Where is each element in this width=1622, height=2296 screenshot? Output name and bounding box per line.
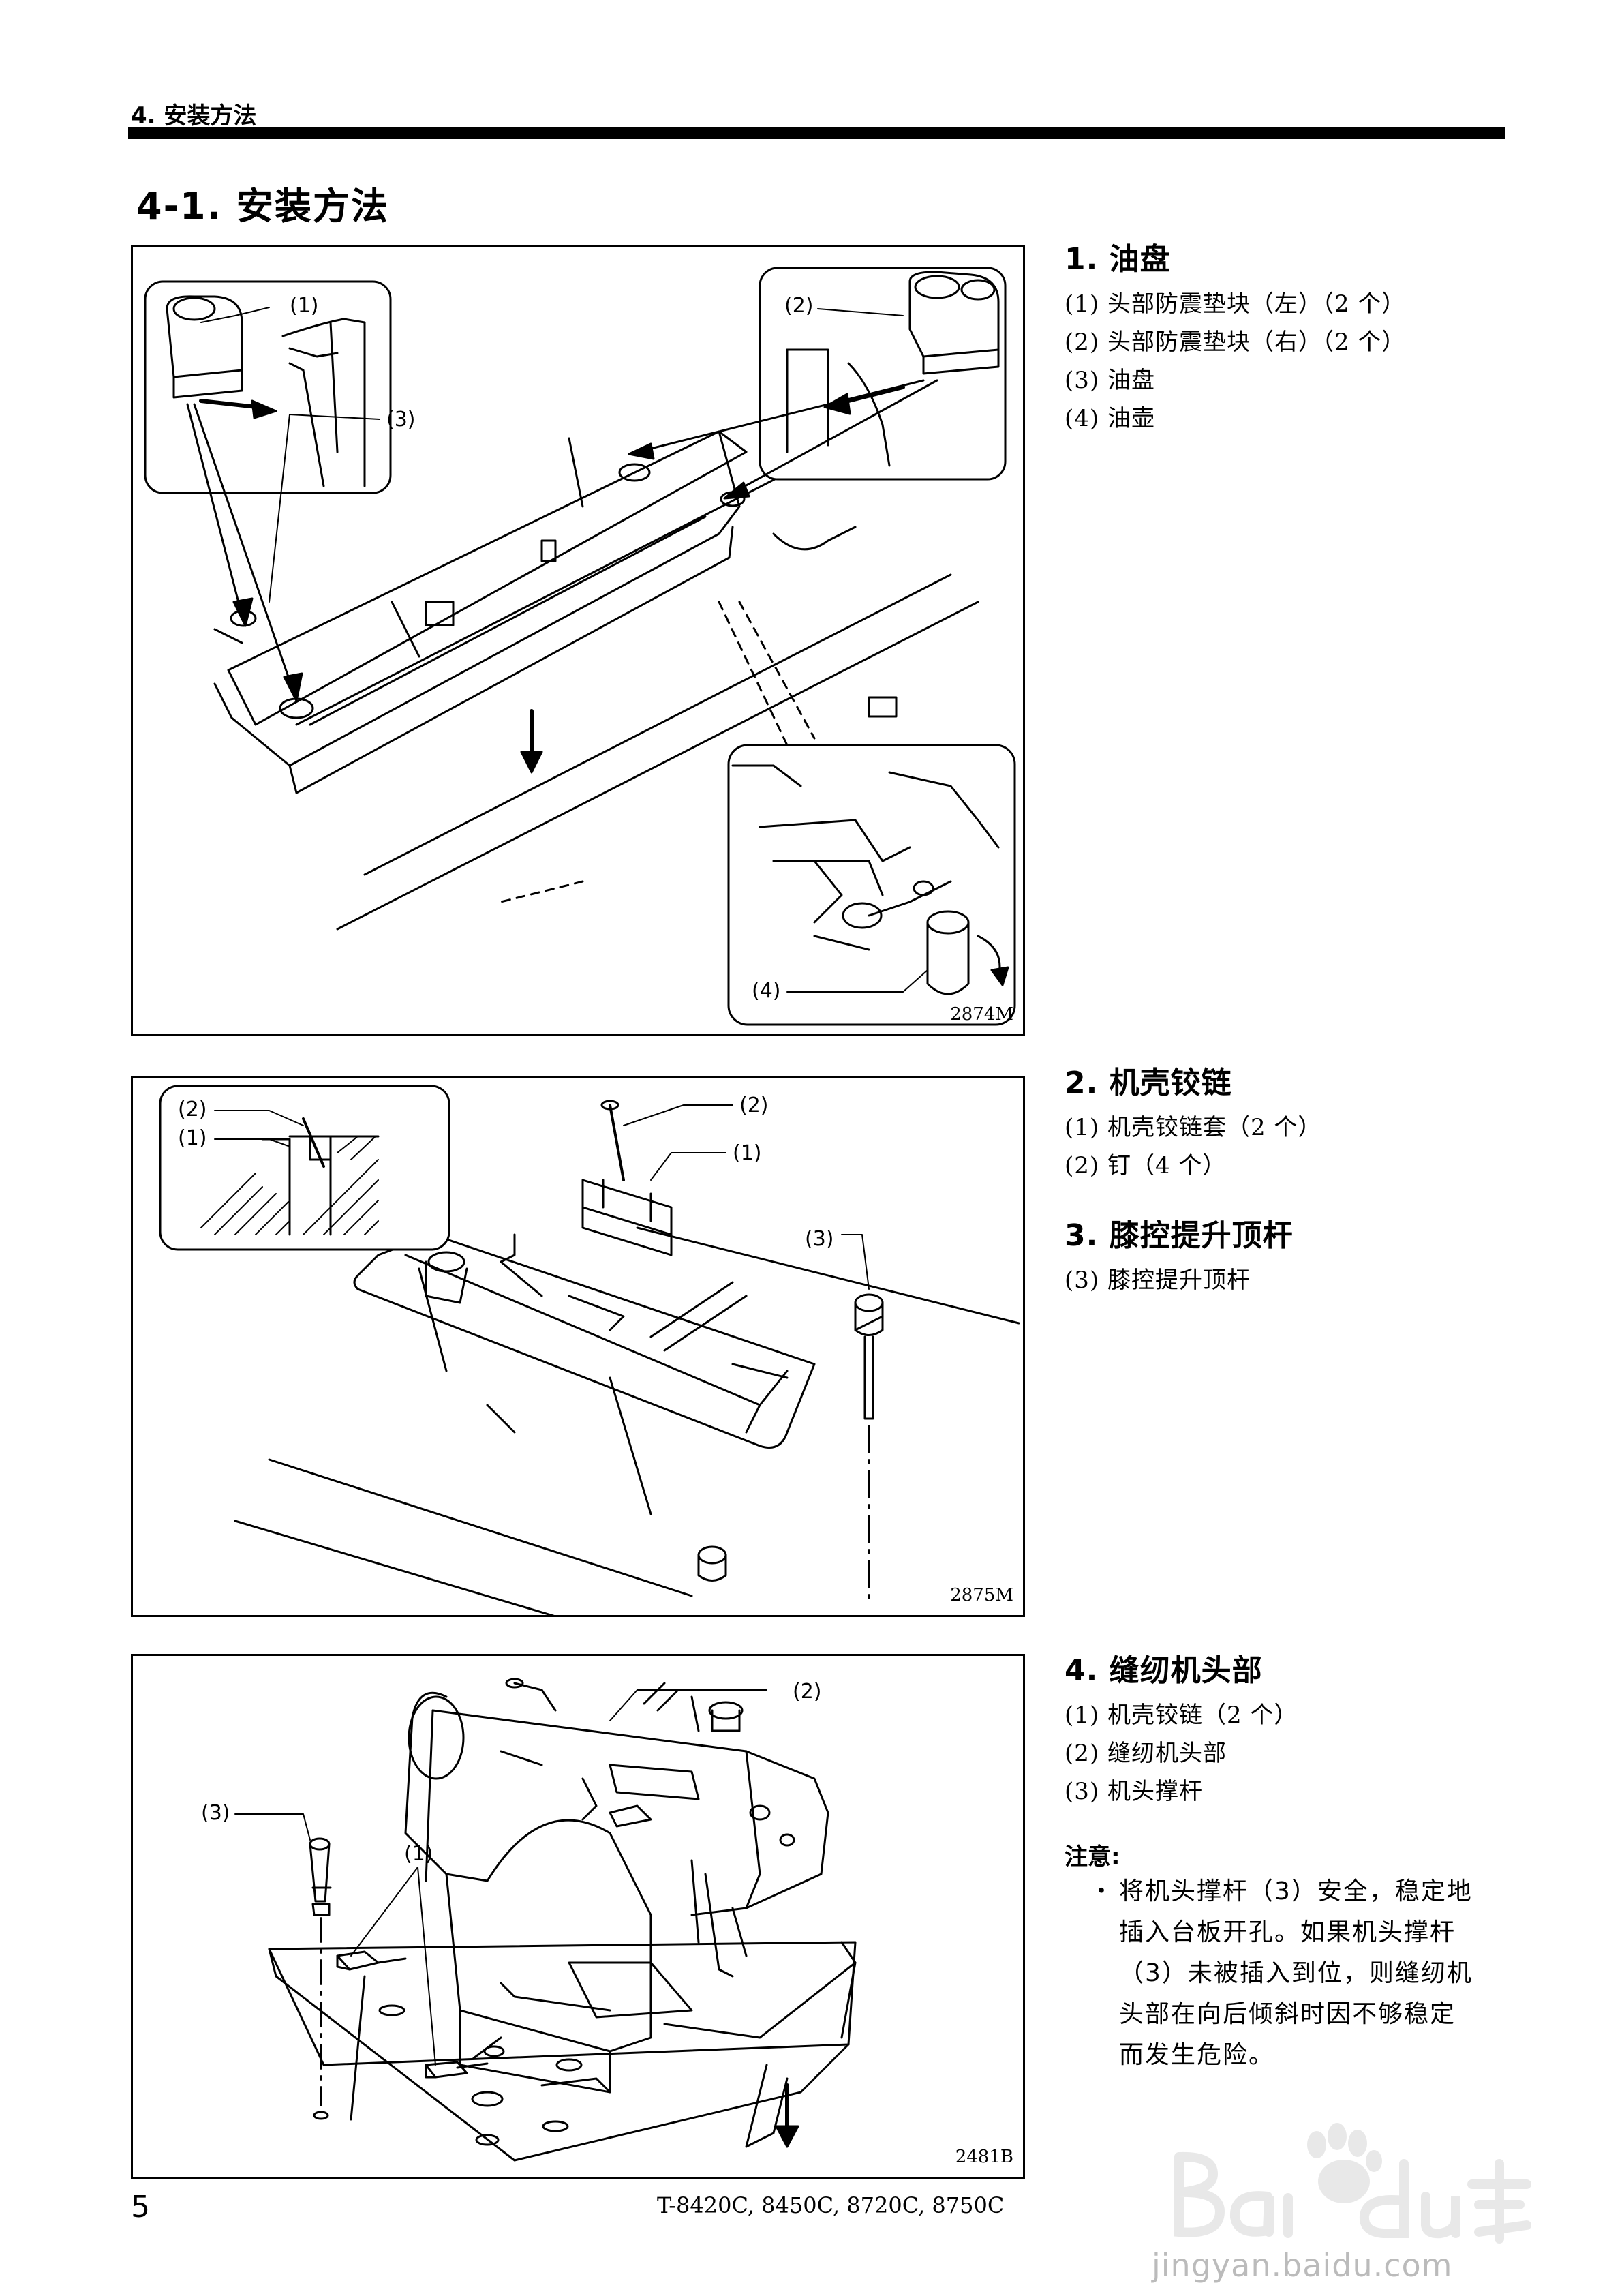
svg-text:(3): (3): [805, 1227, 834, 1251]
note-line: 而发生危险。: [1119, 2041, 1275, 2069]
note-line: （3）未被插入到位，则缝纫机: [1119, 1959, 1473, 1987]
list-item: (1) 机壳铰链套（2 个）: [1065, 1114, 1322, 1141]
note-line: 插入台板开孔。如果机头撑杆: [1119, 1918, 1456, 1946]
svg-text:(1): (1): [404, 1842, 433, 1866]
sub-title: 4. 缝纫机头部: [1065, 1653, 1263, 1688]
baidu-watermark-logo: [1174, 2123, 1531, 2244]
svg-text:(1): (1): [290, 294, 319, 318]
svg-text:(2): (2): [178, 1098, 207, 1121]
header-rule: [128, 127, 1505, 139]
list-item: (2) 缝纫机头部: [1065, 1740, 1227, 1767]
svg-text:(3): (3): [386, 408, 416, 432]
list-item: (3) 油盘: [1065, 367, 1155, 394]
note-line: 头部在向后倾斜时因不够稳定: [1119, 2000, 1456, 2028]
list-item: (3) 机头撑杆: [1065, 1778, 1203, 1805]
section-knee-lifter: 3. 膝控提升顶杆 (3) 膝控提升顶杆: [1065, 1211, 1508, 1299]
oil-pan-drawing: (1) (2) (3) (4): [144, 267, 1016, 1026]
sub-title: 3. 膝控提升顶杆: [1065, 1218, 1294, 1253]
svg-text:(3): (3): [201, 1801, 230, 1825]
figure-code: 2481B: [955, 2147, 1013, 2167]
note-body: ・ 将机头撑杆（3）安全，稳定地 插入台板开孔。如果机头撑杆 （3）未被插入到位…: [1089, 1871, 1508, 2076]
machine-head-drawing: (2) (3) (1): [201, 1678, 857, 2162]
section-title: 4-1. 安装方法: [136, 185, 389, 228]
section-machine-head: 4. 缝纫机头部 (1) 机壳铰链（2 个） (2) 缝纫机头部 (3) 机头撑…: [1065, 1646, 1508, 2076]
list-item: (1) 头部防震垫块（左）（2 个）: [1065, 290, 1406, 318]
section-hinge: 2. 机壳铰链 (1) 机壳铰链套（2 个） (2) 钉（4 个）: [1065, 1058, 1508, 1185]
svg-text:(2): (2): [784, 294, 814, 318]
svg-text:(1): (1): [733, 1141, 762, 1165]
figure-machine-head: (2) (3) (1) 2481B: [131, 1654, 1025, 2179]
hinge-drawing: (2) (1) (3) (2) (1): [159, 1085, 1020, 1615]
svg-text:(2): (2): [793, 1680, 822, 1704]
section-oil-pan: 1. 油盘 (1) 头部防震垫块（左）（2 个） (2) 头部防震垫块（右）（2…: [1065, 235, 1508, 438]
list-item: (3) 膝控提升顶杆: [1065, 1267, 1251, 1294]
figure-hinge: (2) (1) (3) (2) (1) 2875M: [131, 1076, 1025, 1617]
svg-text:(2): (2): [739, 1093, 769, 1117]
page-number: 5: [131, 2190, 150, 2224]
baidu-watermark-url: jingyan.baidu.com: [1152, 2247, 1453, 2284]
figure-code: 2875M: [950, 1585, 1013, 1605]
note-title: 注意:: [1065, 1843, 1120, 1871]
list-item: (4) 油壶: [1065, 405, 1155, 432]
svg-text:(1): (1): [178, 1126, 207, 1150]
figure-oil-pan: (1) (2) (3) (4): [131, 245, 1025, 1036]
list-item: (2) 头部防震垫块（右）（2 个）: [1065, 329, 1406, 356]
sub-title: 1. 油盘: [1065, 242, 1171, 277]
list-item: (1) 机壳铰链（2 个）: [1065, 1702, 1298, 1729]
footer-model: T-8420C, 8450C, 8720C, 8750C: [657, 2192, 1005, 2218]
note-bullet: ・: [1089, 1877, 1116, 1905]
figure-code: 2874M: [950, 1004, 1013, 1025]
sub-title: 2. 机壳铰链: [1065, 1066, 1232, 1100]
note-line: 将机头撑杆（3）安全，稳定地: [1119, 1877, 1473, 1905]
svg-text:(4): (4): [752, 979, 781, 1003]
list-item: (2) 钉（4 个）: [1065, 1152, 1227, 1179]
header-label: 4. 安装方法: [131, 102, 257, 130]
